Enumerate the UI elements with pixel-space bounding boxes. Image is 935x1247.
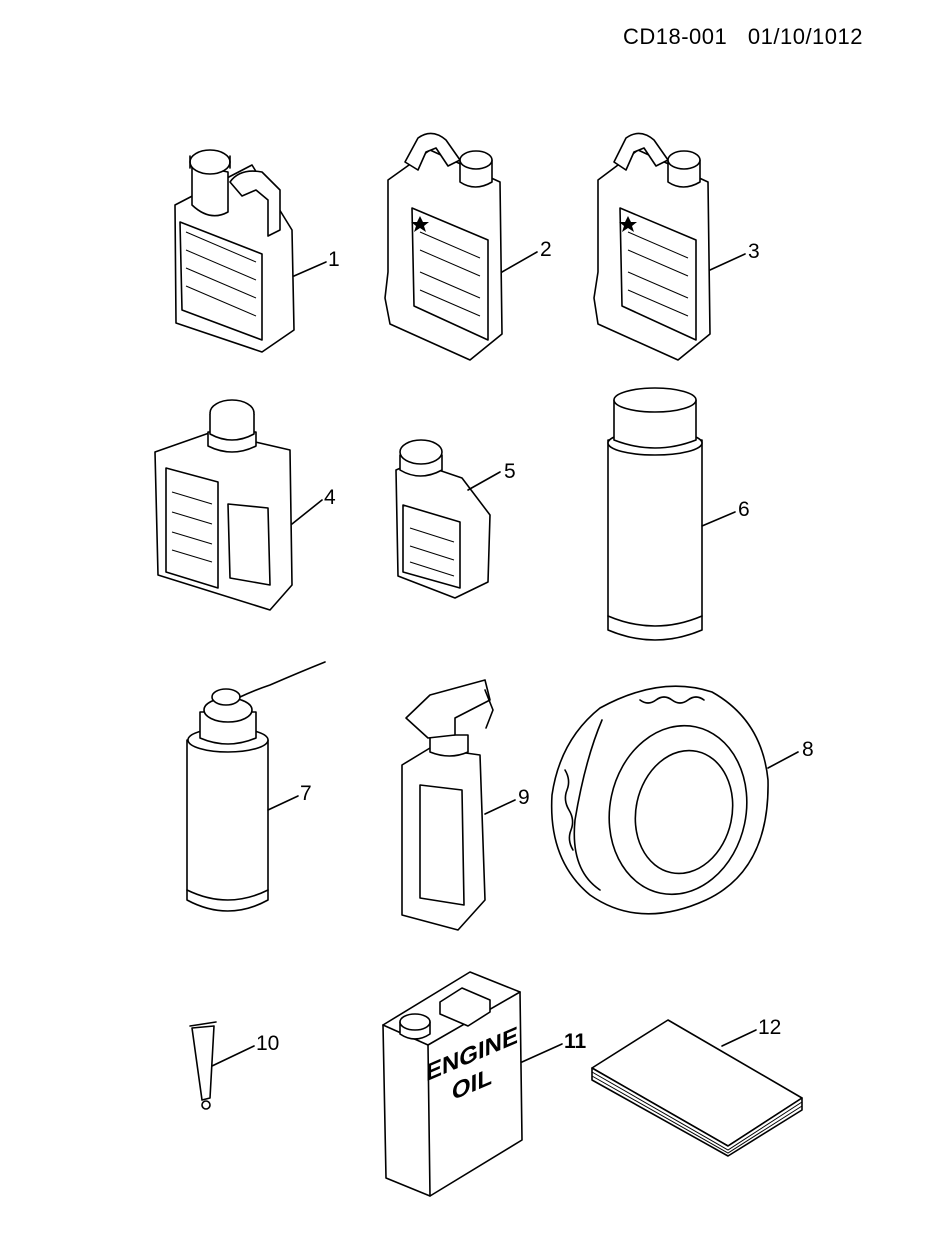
callout-3: 3 — [748, 240, 760, 263]
part-6-can — [607, 387, 703, 641]
part-2-jerrycan — [384, 132, 503, 361]
part-5-bottle — [395, 439, 491, 599]
part-11-oil-can — [382, 971, 523, 1197]
part-12-booklet — [591, 1019, 803, 1157]
callout-5: 5 — [504, 460, 516, 483]
part-9-spray-bottle — [401, 679, 494, 931]
drawing-code: CD18-001 — [622, 24, 728, 49]
drawing-date: 01/10/1012 — [747, 24, 863, 49]
part-4-jug — [154, 399, 293, 611]
callout-4: 4 — [324, 486, 336, 509]
part-8-tire — [550, 685, 769, 915]
callout-11: 11 — [564, 1030, 587, 1053]
callout-8: 8 — [802, 738, 814, 761]
part-10-tube — [189, 1021, 217, 1110]
callout-6: 6 — [738, 498, 750, 521]
leader-lines — [211, 251, 799, 1067]
callout-7: 7 — [300, 782, 312, 805]
callout-9: 9 — [518, 786, 530, 809]
callout-12: 12 — [758, 1016, 782, 1039]
part-3-jerrycan — [593, 132, 711, 361]
drawing-reference: CD18-001 01/10/1012 — [623, 24, 863, 50]
callout-2: 2 — [540, 238, 552, 261]
part-1-jug — [174, 149, 295, 353]
callout-1: 1 — [328, 248, 340, 271]
part-7-spray-can — [186, 661, 326, 912]
callout-10: 10 — [256, 1032, 280, 1055]
